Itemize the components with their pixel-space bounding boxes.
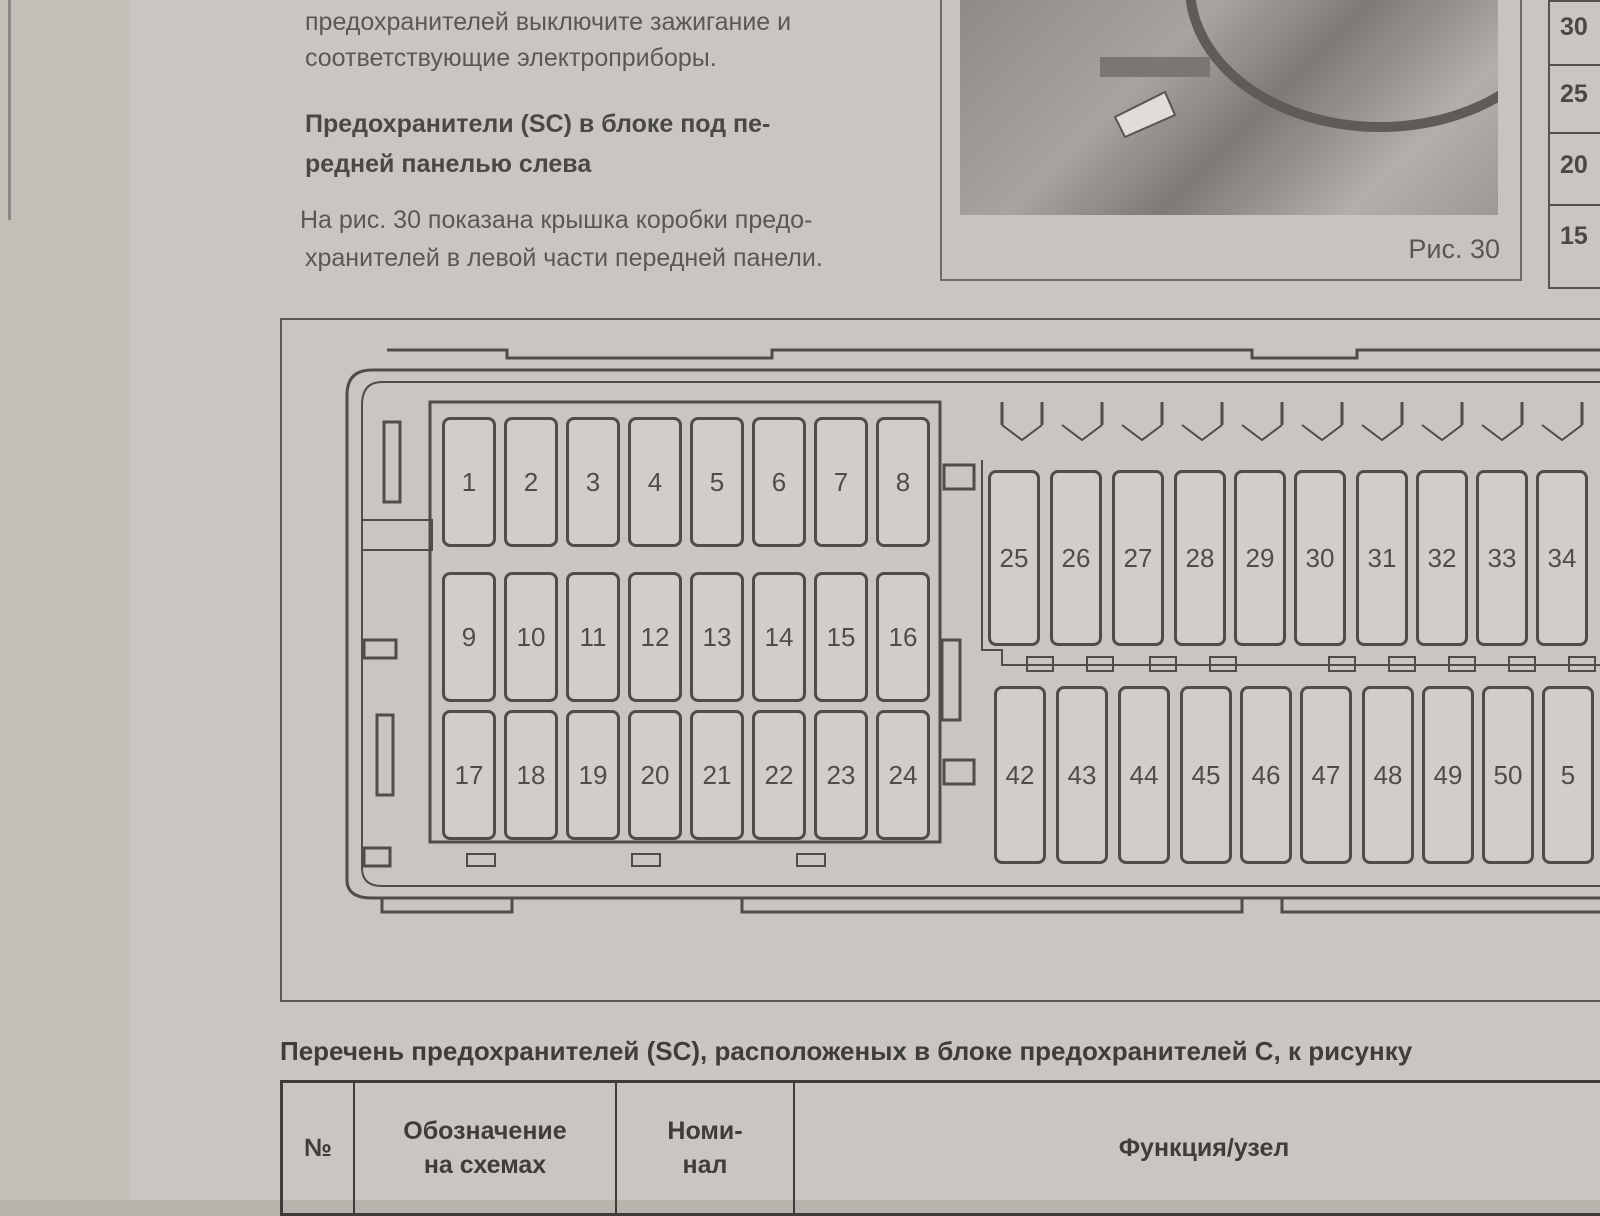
side-table-cell: 20 [1550, 134, 1600, 206]
fuse-slot: 28 [1174, 470, 1226, 646]
header-line: нал [682, 1151, 728, 1179]
fuse-slot: 50 [1482, 686, 1534, 864]
side-table: 30 25 20 15 [1548, 0, 1600, 289]
fuse-slot: 27 [1112, 470, 1164, 646]
fuse-slot: 33 [1476, 470, 1528, 646]
fuse-slot: 23 [814, 710, 868, 840]
section-heading: Предохранители (SC) в блоке под пе- [305, 110, 771, 138]
fuse-slot: 19 [566, 710, 620, 840]
fuse-slot: 7 [814, 417, 868, 547]
fuse-slot: 8 [876, 417, 930, 547]
side-table-cell: 25 [1550, 66, 1600, 134]
fuse-slot: 43 [1056, 686, 1108, 864]
fuse-slot: 32 [1416, 470, 1468, 646]
fuse-slot: 12 [628, 572, 682, 702]
fuse-slot: 21 [690, 710, 744, 840]
fuse-slot: 15 [814, 572, 868, 702]
fuse-slot: 10 [504, 572, 558, 702]
fuse-slot: 24 [876, 710, 930, 840]
fuse-slot: 46 [1240, 686, 1292, 864]
fuse-slot: 5 [690, 417, 744, 547]
fuse-slot: 45 [1180, 686, 1232, 864]
fuse-slot: 34 [1536, 470, 1588, 646]
left-page [0, 0, 130, 1200]
fuse-slot: 20 [628, 710, 682, 840]
figure-30: Рис. 30 [940, 0, 1575, 281]
header-line: Функция/узел [1118, 1134, 1290, 1162]
fuse-slot: 31 [1356, 470, 1408, 646]
fuse-slot: 22 [752, 710, 806, 840]
fuse-slot: 25 [988, 470, 1040, 646]
fuse-slot: 4 [628, 417, 682, 547]
fuse-slot: 18 [504, 710, 558, 840]
fuse-slot: 2 [504, 417, 558, 547]
fuse-slot: 14 [752, 572, 806, 702]
header-line: Номи- [667, 1117, 743, 1145]
table-caption: Перечень предохранителей (SC), расположе… [280, 1036, 1413, 1066]
paragraph-line: предохранителей выключите зажигание и [305, 8, 792, 36]
fuse-slot: 6 [752, 417, 806, 547]
fuse-slot: 5 [1542, 686, 1594, 864]
page-edge-line [8, 0, 11, 220]
figure-caption: Рис. 30 [1408, 234, 1500, 264]
table-header-number: № [283, 1083, 355, 1213]
fuse-box-outline [345, 348, 1600, 914]
fuse-slot: 9 [442, 572, 496, 702]
fuse-slot: 47 [1300, 686, 1352, 864]
header-line: № [304, 1134, 332, 1162]
fuse-slot: 13 [690, 572, 744, 702]
dashboard-photo [960, 0, 1575, 215]
table-header-designation: Обозначение на схемах [355, 1083, 617, 1213]
table-header-function: Функция/узел [795, 1083, 1600, 1213]
paragraph-line: хранителей в левой части передней панели… [305, 244, 823, 272]
header-line: Обозначение [403, 1117, 567, 1145]
fuse-slot: 3 [566, 417, 620, 547]
fuse-box-diagram: 1 2 3 4 5 6 7 8 9 10 11 12 13 14 15 16 1… [280, 318, 1600, 1002]
table-header-rating: Номи-нал [617, 1083, 795, 1213]
header-line: на схемах [423, 1151, 547, 1179]
side-table-cell: 15 [1560, 222, 1588, 250]
paragraph-line: соответствующие электроприборы. [305, 44, 717, 72]
fuse-slot: 42 [994, 686, 1046, 864]
fuse-slot: 17 [442, 710, 496, 840]
fuse-slot: 16 [876, 572, 930, 702]
fuse-slot: 1 [442, 417, 496, 547]
paragraph-line: На рис. 30 показана крышка коробки предо… [300, 206, 813, 234]
fuse-slot: 49 [1422, 686, 1474, 864]
fuse-slot: 26 [1050, 470, 1102, 646]
fuse-slot: 30 [1294, 470, 1346, 646]
fuse-slot: 48 [1362, 686, 1414, 864]
fuse-table: № Обозначение на схемах Номи-нал Функция/… [280, 1080, 1600, 1216]
side-table-cell: 30 [1550, 2, 1600, 66]
fuse-slot: 11 [566, 572, 620, 702]
fuse-slot: 29 [1234, 470, 1286, 646]
section-heading: редней панелью слева [305, 150, 592, 178]
fuse-slot: 44 [1118, 686, 1170, 864]
